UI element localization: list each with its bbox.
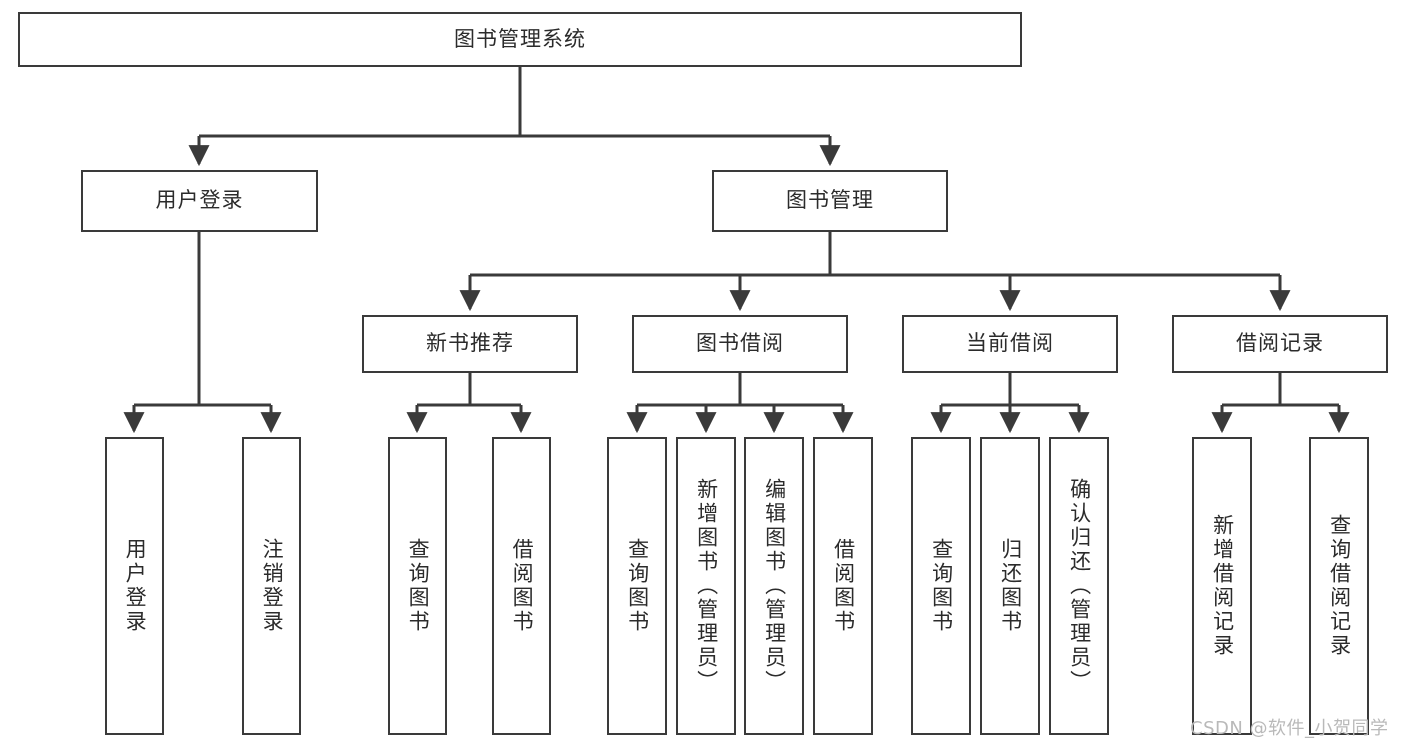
node-leaf-query-book-3-label: 查询图书	[929, 538, 954, 634]
node-leaf-query-book-3[interactable]: 查询图书	[911, 437, 971, 735]
node-leaf-query-book-2-label: 查询图书	[625, 538, 650, 634]
node-leaf-query-book-1-label: 查询图书	[406, 538, 431, 634]
node-leaf-confirm-return[interactable]: 确认归还（管理员）	[1049, 437, 1109, 735]
node-borrow-record-label: 借阅记录	[1236, 331, 1324, 356]
node-leaf-borrow-book-1-label: 借阅图书	[510, 538, 535, 634]
node-leaf-borrow-book-2[interactable]: 借阅图书	[813, 437, 873, 735]
node-borrow-record[interactable]: 借阅记录	[1172, 315, 1388, 373]
node-leaf-return-book-label: 归还图书	[998, 538, 1023, 634]
node-leaf-add-record[interactable]: 新增借阅记录	[1192, 437, 1252, 735]
node-leaf-query-record-label: 查询借阅记录	[1327, 514, 1352, 658]
node-leaf-add-book[interactable]: 新增图书（管理员）	[676, 437, 736, 735]
node-leaf-add-book-label: 新增图书（管理员）	[694, 478, 719, 694]
node-new-book-recommend-label: 新书推荐	[426, 331, 514, 356]
node-user-login[interactable]: 用户登录	[81, 170, 318, 232]
node-leaf-borrow-book-2-label: 借阅图书	[831, 538, 856, 634]
node-book-borrow[interactable]: 图书借阅	[632, 315, 848, 373]
node-root-label: 图书管理系统	[454, 26, 586, 51]
node-leaf-edit-book-label: 编辑图书（管理员）	[762, 478, 787, 694]
node-current-borrow[interactable]: 当前借阅	[902, 315, 1118, 373]
node-leaf-query-record[interactable]: 查询借阅记录	[1309, 437, 1369, 735]
node-new-book-recommend[interactable]: 新书推荐	[362, 315, 578, 373]
node-user-login-label: 用户登录	[155, 188, 244, 213]
node-book-manage-label: 图书管理	[786, 188, 874, 213]
node-root[interactable]: 图书管理系统	[18, 12, 1022, 67]
node-leaf-user-login-label: 用户登录	[123, 538, 148, 634]
node-book-borrow-label: 图书借阅	[696, 331, 784, 356]
node-leaf-add-record-label: 新增借阅记录	[1210, 514, 1235, 658]
node-leaf-user-login[interactable]: 用户登录	[105, 437, 164, 735]
node-leaf-borrow-book-1[interactable]: 借阅图书	[492, 437, 551, 735]
node-leaf-return-book[interactable]: 归还图书	[980, 437, 1040, 735]
node-leaf-query-book-2[interactable]: 查询图书	[607, 437, 667, 735]
node-leaf-user-logout[interactable]: 注销登录	[242, 437, 301, 735]
node-leaf-edit-book[interactable]: 编辑图书（管理员）	[744, 437, 804, 735]
node-leaf-confirm-return-label: 确认归还（管理员）	[1067, 478, 1092, 694]
node-leaf-user-logout-label: 注销登录	[260, 538, 285, 634]
node-current-borrow-label: 当前借阅	[966, 331, 1054, 356]
node-book-manage[interactable]: 图书管理	[712, 170, 948, 232]
node-leaf-query-book-1[interactable]: 查询图书	[388, 437, 447, 735]
